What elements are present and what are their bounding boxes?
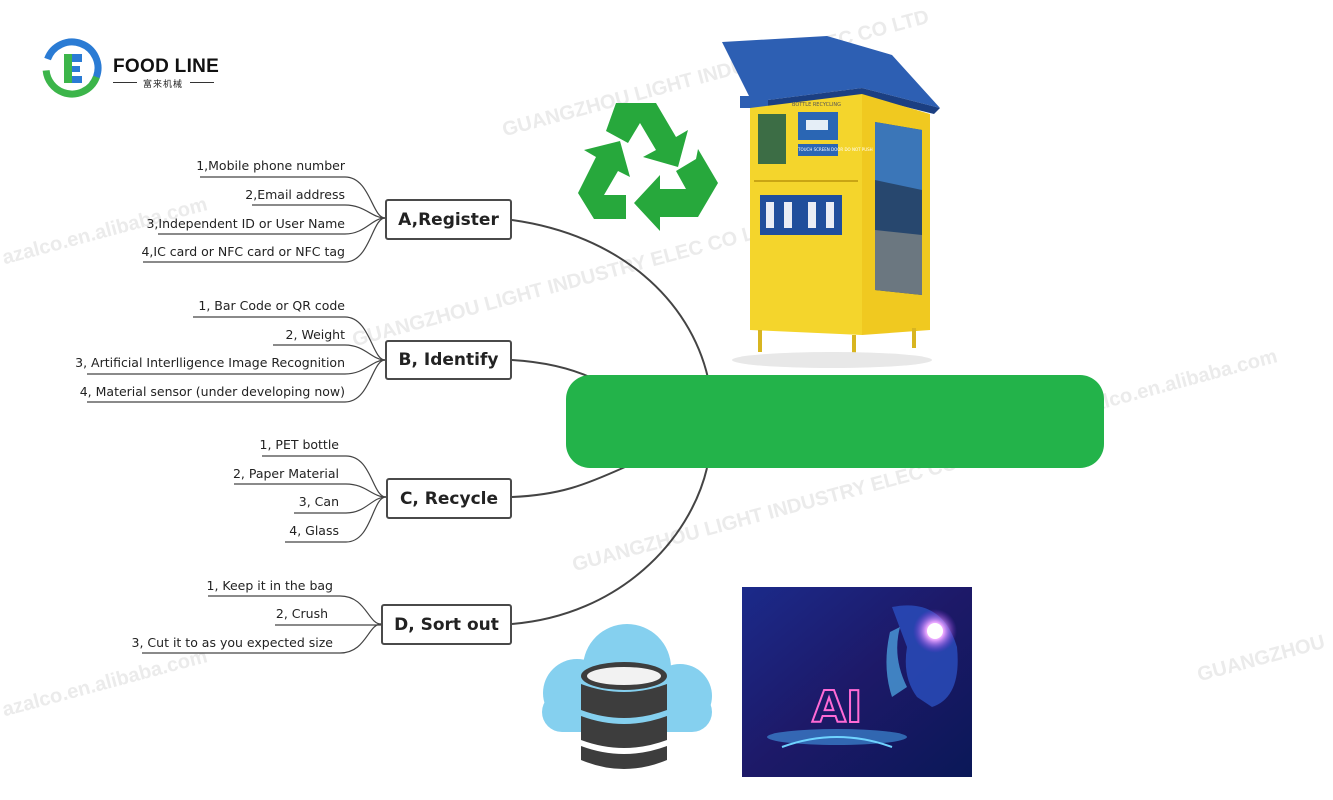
divider bbox=[190, 82, 214, 83]
leaf-item: 2, Paper Material bbox=[232, 466, 339, 481]
machine-header-text: BOTTLE RECYCLING bbox=[792, 102, 841, 108]
brand-subtitle: 富来机械 bbox=[143, 80, 184, 90]
center-node bbox=[566, 375, 1104, 468]
leaf-item: 3, Can bbox=[298, 494, 339, 509]
ai-robot-image: AI bbox=[742, 587, 972, 777]
leaf-item: 2, Weight bbox=[285, 327, 345, 342]
divider bbox=[113, 82, 137, 83]
leaf-item: 3,Independent ID or User Name bbox=[146, 216, 345, 231]
machine-panel-text: TOUCH SCREEN DOOR DO NOT PUSH bbox=[797, 147, 873, 152]
leaf-item: 3, Cut it to as you expected size bbox=[131, 635, 333, 650]
leaf-item: 3, Artificial Interlligence Image Recogn… bbox=[75, 355, 345, 370]
ai-text: AI bbox=[812, 682, 862, 733]
leaf-item: 1, Keep it in the bag bbox=[206, 578, 334, 593]
branch-sort-out: D, Sort out bbox=[381, 604, 512, 645]
food-line-logo-icon bbox=[42, 38, 102, 98]
cloud-database-icon bbox=[542, 624, 712, 769]
leaf-item: 1, Bar Code or QR code bbox=[198, 298, 345, 313]
leaf-item: 2, Crush bbox=[275, 606, 328, 621]
brand-name: FOOD LINE bbox=[113, 56, 220, 77]
leaf-item: 4, Material sensor (under developing now… bbox=[79, 384, 345, 399]
leaf-item: 2,Email address bbox=[245, 187, 345, 202]
recycle-icon bbox=[578, 103, 718, 231]
leaf-item: 1,Mobile phone number bbox=[196, 158, 345, 173]
branch-register: A,Register bbox=[385, 199, 512, 240]
leaf-item: 1, PET bottle bbox=[259, 437, 340, 452]
leaf-item: 4,IC card or NFC card or NFC tag bbox=[141, 244, 345, 259]
branch-recycle: C, Recycle bbox=[386, 478, 512, 519]
recycling-machine-image: BOTTLE RECYCLING TOUCH SCREEN DOOR DO NO… bbox=[722, 36, 940, 368]
branch-identify: B, Identify bbox=[385, 340, 512, 380]
leaf-item: 4, Glass bbox=[289, 523, 339, 538]
